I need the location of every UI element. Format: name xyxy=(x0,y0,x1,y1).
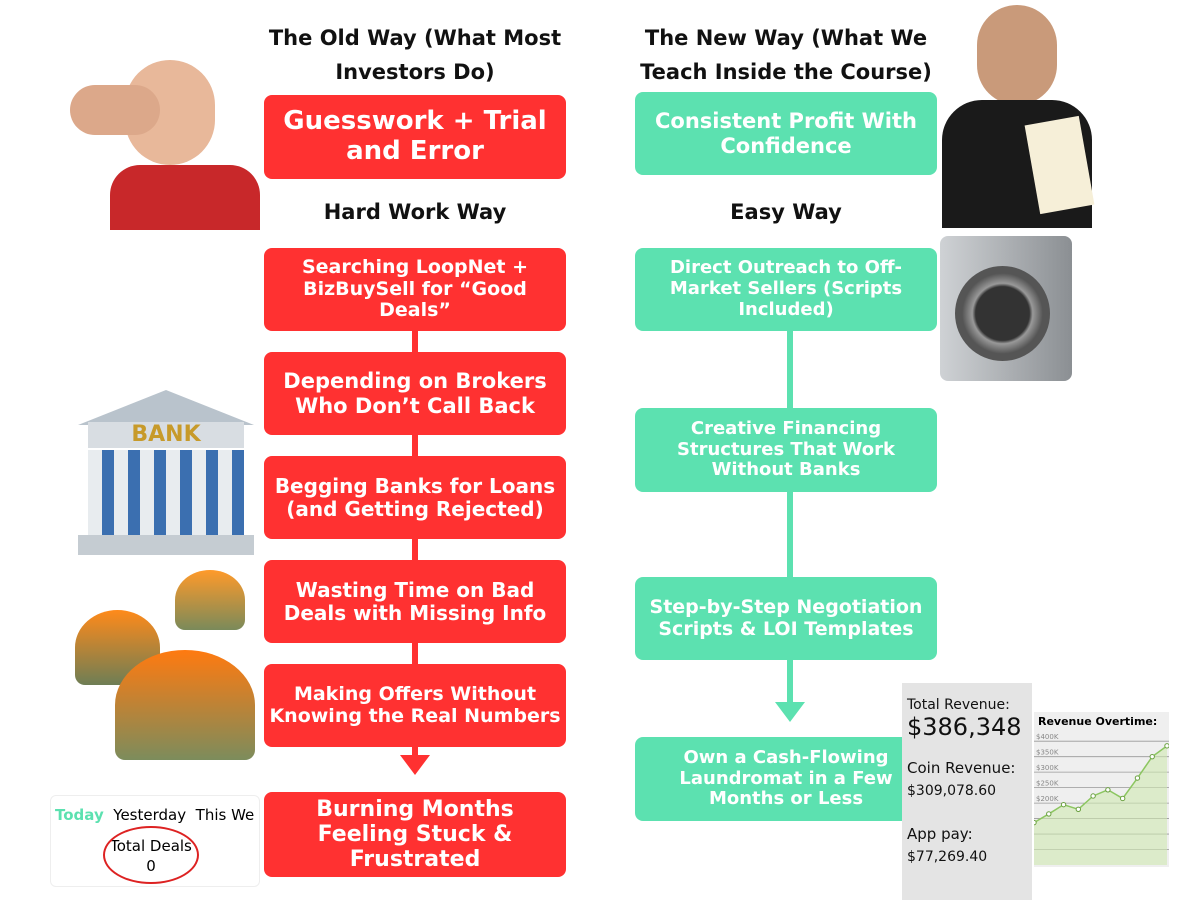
bank-image: BANK xyxy=(78,390,254,555)
title-line: Investors Do) xyxy=(335,60,495,84)
old-step-1: Searching LoopNet + BizBuySell for “Good… xyxy=(264,248,566,331)
chart-title: Revenue Overtime: xyxy=(1038,715,1158,728)
app-pay-label: App pay: xyxy=(907,825,973,843)
data-point xyxy=(1134,775,1141,781)
title-line: The New Way (What We xyxy=(644,26,928,50)
series-line xyxy=(1034,745,1168,824)
new-way-headline: Consistent Profit With Confidence xyxy=(635,92,937,175)
title-line: The Old Way (What Most xyxy=(268,26,562,50)
y-tick-label: $350K xyxy=(1036,749,1059,757)
revenue-card: Total Revenue: $386,348 Coin Revenue: $3… xyxy=(902,683,1032,900)
area-fill xyxy=(1034,745,1167,865)
data-point xyxy=(1034,819,1037,826)
data-point xyxy=(1149,753,1155,760)
left-connector-line xyxy=(412,330,418,760)
coin-revenue-label: Coin Revenue: xyxy=(907,759,1016,777)
smiling-man-image xyxy=(942,5,1095,228)
new-step-2: Creative Financing Structures That Work … xyxy=(635,408,937,492)
y-tick-label: $250K xyxy=(1036,780,1059,788)
data-point xyxy=(1075,806,1082,812)
y-tick-label: $400K xyxy=(1036,733,1059,741)
down-arrow-icon xyxy=(775,702,805,722)
y-tick-label: $300K xyxy=(1036,764,1059,772)
burning-money-image xyxy=(75,570,260,760)
total-revenue-value: $386,348 xyxy=(907,713,1022,741)
revenue-chart: Revenue Overtime: $400K $350K $300K $250K $2… xyxy=(1034,712,1169,867)
down-arrow-icon xyxy=(400,755,430,775)
tab-today[interactable]: Today xyxy=(55,806,104,824)
y-tick-label: $200K xyxy=(1036,795,1059,803)
new-way-result: Own a Cash-Flowing Laundromat in a Few M… xyxy=(635,737,937,821)
app-pay-value: $77,269.40 xyxy=(907,849,988,865)
new-step-1: Direct Outreach to Off-Market Sellers (S… xyxy=(635,248,937,331)
old-way-headline: Guesswork + Trial and Error xyxy=(264,95,566,179)
coin-revenue-value: $309,078.60 xyxy=(907,783,997,799)
red-circle-annotation xyxy=(103,826,199,884)
washing-machine-image xyxy=(940,236,1072,381)
data-point xyxy=(1164,743,1169,749)
old-step-3: Begging Banks for Loans (and Getting Rej… xyxy=(264,456,566,539)
old-way-result: Burning Months Feeling Stuck & Frustrate… xyxy=(264,792,566,877)
tab-yesterday[interactable]: Yesterday xyxy=(113,806,187,824)
old-step-5: Making Offers Without Knowing the Real N… xyxy=(264,664,566,747)
hard-work-subtitle: Hard Work Way xyxy=(323,200,507,224)
deals-widget: Today Yesterday This We Total Deals 0 xyxy=(50,795,260,887)
data-point xyxy=(1119,795,1126,802)
title-line: Teach Inside the Course) xyxy=(640,60,932,84)
tab-this-week[interactable]: This We xyxy=(195,806,255,824)
old-step-2: Depending on Brokers Who Don’t Call Back xyxy=(264,352,566,435)
old-step-4: Wasting Time on Bad Deals with Missing I… xyxy=(264,560,566,643)
right-connector-line xyxy=(787,330,793,710)
new-step-3: Step-by-Step Negotiation Scripts & LOI T… xyxy=(635,577,937,660)
easy-way-subtitle: Easy Way xyxy=(730,200,842,224)
total-revenue-label: Total Revenue: xyxy=(907,697,1010,713)
new-way-title: The New Way (What We Teach Inside the Cou… xyxy=(621,21,951,89)
data-point xyxy=(1046,811,1052,817)
data-point xyxy=(1105,787,1111,793)
bank-sign: BANK xyxy=(88,422,244,448)
frustrated-man-image xyxy=(60,60,260,230)
chart-plot: $400K $350K $300K $250K $200K xyxy=(1034,733,1169,865)
data-point xyxy=(1090,793,1096,799)
data-point xyxy=(1060,801,1067,808)
